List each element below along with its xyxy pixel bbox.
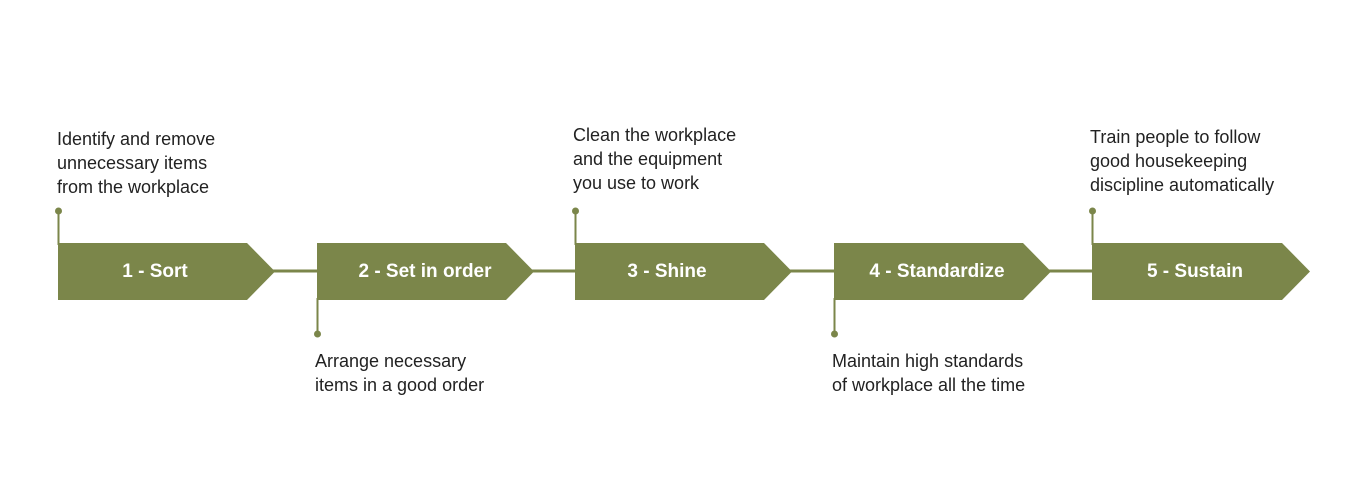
pin-dot [831,330,838,338]
step-3-label: 3 - Shine [627,260,707,282]
step-1-description: Identify and remove unnecessary items fr… [57,129,216,197]
arrow-shape [58,243,275,300]
step-2-label: 2 - Set in order [358,260,492,282]
step-4-label: 4 - Standardize [869,260,1005,282]
arrow-shape [317,243,534,300]
pin-dot [1089,207,1096,215]
pin-dot [314,330,321,338]
arrow-shape [1092,243,1310,300]
arrow-shape [575,243,792,300]
step-5-label: 5 - Sustain [1146,260,1244,282]
step-3-description: Clean the workplace and the equipment yo… [573,125,737,193]
pin-dot [572,207,579,215]
step-4-description: Maintain high standards of workplace all… [832,351,1026,395]
pin-dot [55,207,62,215]
step-1-label: 1 - Sort [122,260,188,282]
step-2-description: Arrange necessary items in a good order [315,351,485,395]
step-5-description: Train people to follow good housekeeping… [1090,127,1275,195]
arrow-shape [834,243,1051,300]
